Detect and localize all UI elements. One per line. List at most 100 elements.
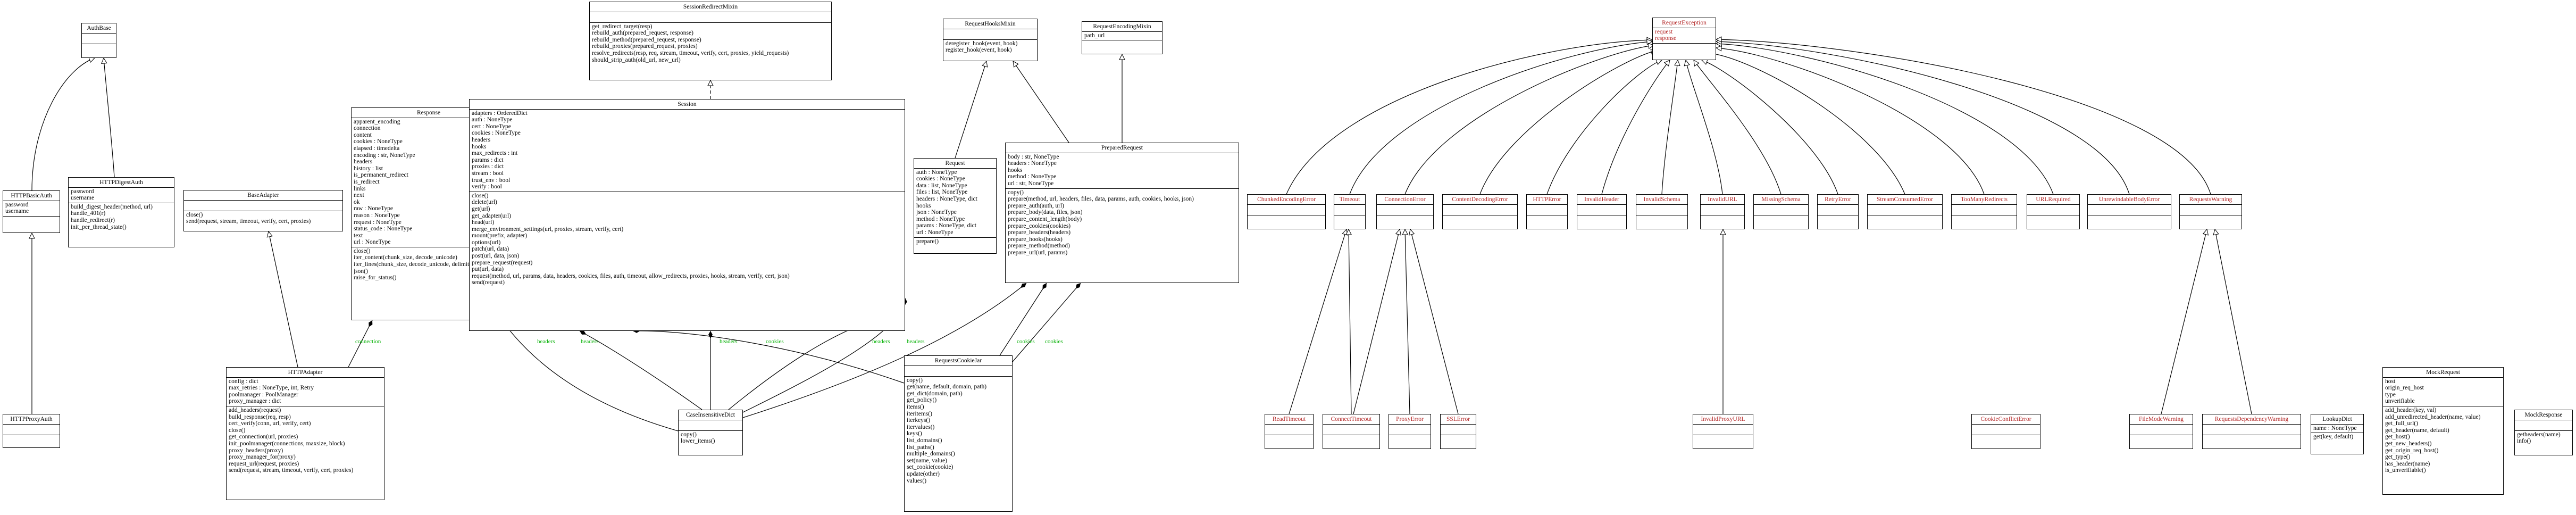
method: prepare_body(data, files, json) — [1008, 209, 1083, 216]
attribute: hooks — [916, 202, 931, 209]
attributes — [1693, 425, 1753, 435]
methods — [1754, 215, 1808, 217]
methods: close() send(request, stream, timeout, v… — [184, 211, 342, 226]
class-url-required: URLRequired — [2027, 194, 2080, 229]
method: get_new_headers() — [2385, 440, 2432, 447]
method: get(url) — [472, 205, 490, 212]
methods — [2203, 435, 2301, 437]
attributes: body : str, NoneType headers : NoneType … — [1006, 153, 1239, 189]
method: proxy_manager_for(proxy) — [229, 454, 296, 461]
methods: copy() prepare(method, url, headers, fil… — [1006, 189, 1239, 258]
class-name: PreparedRequest — [1006, 143, 1239, 153]
attribute: text — [354, 232, 363, 239]
attribute: cookies : NoneType — [354, 138, 403, 145]
attribute: url : NoneType — [916, 229, 954, 236]
attributes — [905, 366, 1012, 377]
method: list_paths() — [907, 444, 934, 451]
class-name: RequestException — [1653, 18, 1716, 28]
method: get_type() — [2385, 454, 2411, 461]
attributes — [1389, 425, 1431, 435]
attributes — [2130, 425, 2193, 435]
attribute: trust_env : bool — [472, 177, 511, 184]
edge-label: cookies — [766, 338, 784, 345]
class-digestauth: HTTPDigestAuth password username build_d… — [68, 177, 174, 247]
attribute: cookies : NoneType — [916, 176, 965, 182]
attributes — [590, 12, 831, 23]
class-chunked-encoding-error: ChunkedEncodingError — [1247, 194, 1326, 229]
class-read-timeout: ReadTimeout — [1265, 414, 1314, 449]
method: head(url) — [472, 219, 495, 226]
edge-contentdec-reqexc — [1479, 51, 1657, 195]
attribute: hooks — [1008, 167, 1023, 173]
method: get_origin_req_host() — [2385, 447, 2439, 454]
methods — [1443, 215, 1517, 217]
methods — [3, 435, 60, 437]
method: multiple_domains() — [907, 451, 955, 458]
edge-httperr-reqexc — [1546, 60, 1662, 195]
class-name: InvalidSchema — [1636, 195, 1687, 205]
method: mount(prefix, adapter) — [472, 232, 528, 239]
method: should_strip_auth(old_url, new_url) — [592, 56, 681, 63]
attribute: headers : NoneType — [1008, 160, 1057, 167]
attribute: password — [5, 201, 29, 208]
method: prepare_content_length(body) — [1008, 215, 1082, 222]
attribute: proxy_manager : dict — [229, 398, 281, 405]
class-name: ConnectTimeout — [1323, 414, 1379, 425]
edge-timeout-reqexc — [1349, 41, 1652, 195]
class-case-insensitive-dict: CaseInsensitiveDict copy() lower_items() — [678, 410, 743, 455]
method: set(name, value) — [907, 457, 947, 464]
method: has_header(name) — [2385, 460, 2430, 467]
class-name: TooManyRedirects — [1952, 195, 2017, 205]
methods: deregister_hook(event, hook) register_ho… — [943, 40, 1037, 55]
attribute: path_url — [1084, 32, 1105, 39]
method: getheaders(name) — [2517, 431, 2561, 438]
edge-missschema-reqexc — [1694, 60, 1782, 195]
edge-label: connection — [355, 338, 381, 345]
methods — [2180, 215, 2242, 217]
class-name: URLRequired — [2027, 195, 2079, 205]
class-name: MissingSchema — [1754, 195, 1808, 205]
attribute: auth : NoneType — [916, 169, 957, 176]
edge-label: headers — [907, 338, 925, 345]
class-name: RequestsCookieJar — [905, 356, 1012, 366]
attribute: max_retries : NoneType, int, Retry — [229, 385, 314, 392]
method: iter_lines(chunk_size, decode_unicode, d… — [354, 261, 476, 268]
class-name: Timeout — [1334, 195, 1365, 205]
edge-readtimeout-timeout — [1289, 229, 1346, 414]
method: itervalues() — [907, 423, 935, 430]
class-basicauth: HTTPBasicAuth password username — [3, 190, 60, 233]
method: send(request, stream, timeout, verify, c… — [186, 218, 311, 225]
methods — [1265, 435, 1313, 437]
method: rebuild_method(prepared_request, respons… — [592, 36, 701, 43]
class-proxy-error: ProxyError — [1389, 414, 1431, 449]
attribute: origin_req_host — [2385, 385, 2424, 392]
method: init_per_thread_state() — [71, 223, 127, 230]
class-connect-timeout: ConnectTimeout — [1323, 414, 1380, 449]
class-name: RequestHooksMixin — [943, 19, 1037, 29]
attribute: status_code : NoneType — [354, 226, 413, 232]
attribute: stream : bool — [472, 170, 504, 177]
method: prepare_method(method) — [1008, 243, 1070, 250]
attribute: encoding : str, NoneType — [354, 152, 415, 159]
method: get_adapter(url) — [472, 212, 512, 219]
method: prepare_request(request) — [472, 259, 533, 266]
methods — [1577, 215, 1626, 217]
class-too-many-redirects: TooManyRedirects — [1951, 194, 2017, 229]
methods — [2027, 215, 2079, 217]
edge-label: headers — [720, 338, 738, 345]
attribute: auth : NoneType — [472, 117, 513, 123]
method: request_url(request, proxies) — [229, 460, 299, 467]
method: resolve_redirects(resp, req, stream, tim… — [592, 49, 789, 56]
method: info() — [2517, 438, 2531, 445]
method: get(name, default, domain, path) — [907, 384, 987, 391]
methods — [1972, 435, 2040, 437]
method: build_digest_header(method, url) — [71, 203, 153, 210]
class-name: ContentDecodingError — [1443, 195, 1517, 205]
method: copy() — [907, 377, 923, 384]
method: get_connection(url, proxies) — [229, 434, 298, 441]
attributes — [943, 29, 1037, 40]
attribute: files : list, NoneType — [916, 189, 968, 196]
edge-label: cookies — [1045, 338, 1063, 345]
attribute: content — [354, 131, 372, 138]
class-invalid-url: InvalidURL — [1700, 194, 1745, 229]
